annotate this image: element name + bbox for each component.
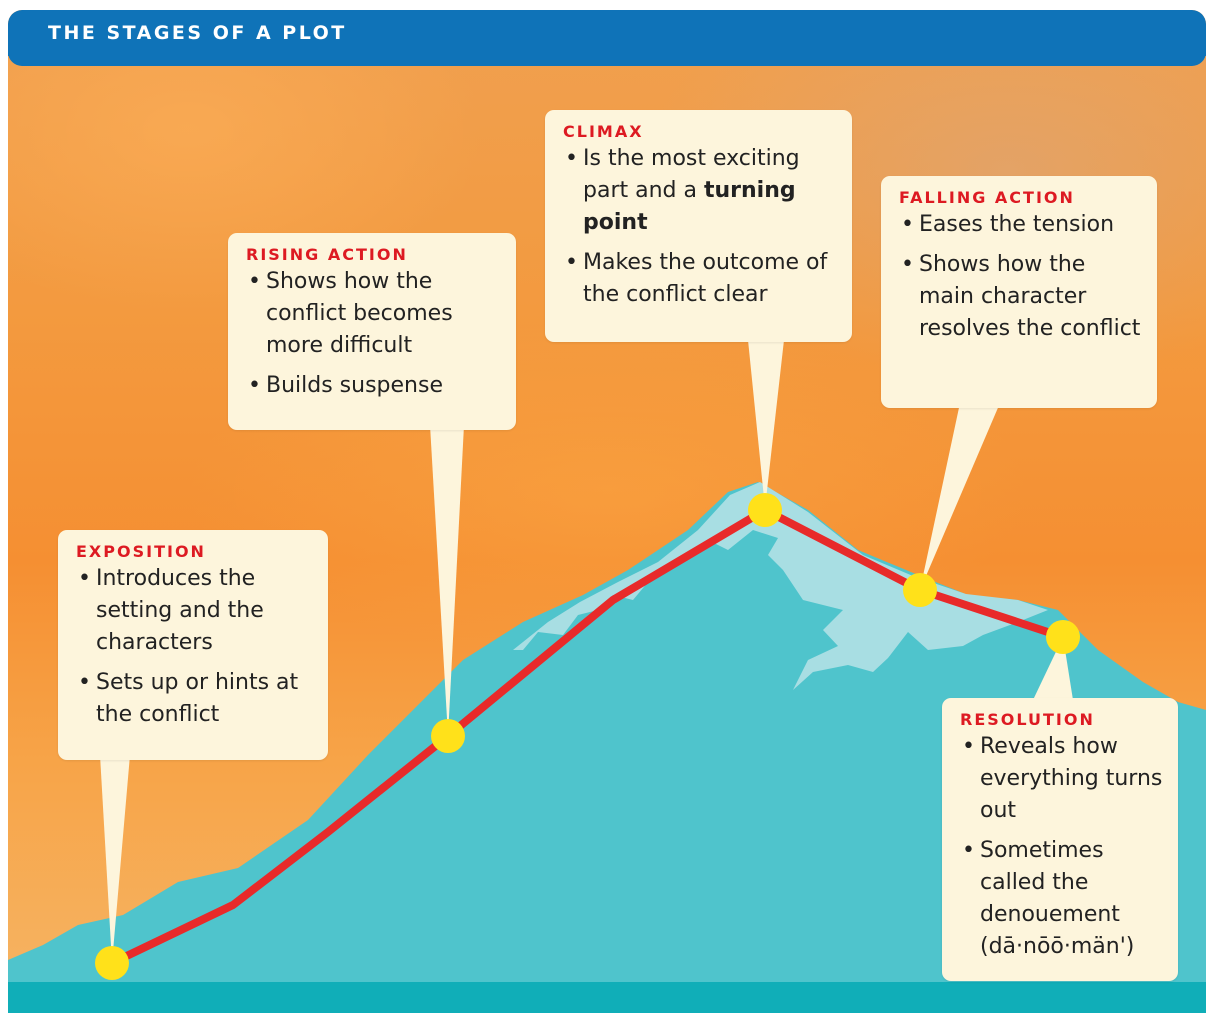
falling-action-card: FALLING ACTION Eases the tension Shows h… (881, 176, 1157, 408)
exposition-bullet: Sets up or hints at the conflict (76, 667, 314, 731)
falling-action-marker (903, 573, 937, 607)
climax-bullets: Is the most exciting part and a turning … (563, 143, 838, 311)
plot-line (108, 506, 1067, 967)
exposition-bullet: Introduces the setting and the character… (76, 563, 314, 659)
climax-bullet-text: Is the most exciting part and a (583, 146, 800, 203)
falling-action-pointer (920, 403, 1000, 590)
rising-action-heading: RISING ACTION (246, 245, 408, 264)
resolution-bullet: Reveals how everything turns out (960, 731, 1164, 827)
resolution-marker (1046, 620, 1080, 654)
falling-action-heading: FALLING ACTION (899, 188, 1075, 207)
exposition-pointer (100, 755, 130, 963)
page-title: THE STAGES OF A PLOT (48, 22, 347, 44)
rising-action-marker (431, 719, 465, 753)
rising-action-bullet: Shows how the conflict becomes more diff… (246, 266, 502, 362)
climax-bullet: Is the most exciting part and a turning … (563, 143, 838, 239)
mountain-base (8, 982, 1206, 1013)
falling-action-bullet: Shows how the main character resolves th… (899, 249, 1143, 345)
exposition-card: EXPOSITION Introduces the setting and th… (58, 530, 328, 760)
rising-action-bullets: Shows how the conflict becomes more diff… (246, 266, 502, 402)
climax-card: CLIMAX Is the most exciting part and a t… (545, 110, 852, 342)
climax-bold-phrase: turning point (583, 178, 796, 235)
climax-marker (748, 493, 782, 527)
stage-markers (95, 493, 1080, 980)
resolution-heading: RESOLUTION (960, 710, 1095, 729)
exposition-heading: EXPOSITION (76, 542, 206, 561)
callout-pointers (100, 340, 1073, 963)
falling-action-bullets: Eases the tension Shows how the main cha… (899, 209, 1143, 345)
rising-action-pointer (430, 425, 464, 736)
exposition-marker (95, 946, 129, 980)
plot-mountain-scene (8, 340, 1206, 1013)
falling-action-bullet: Eases the tension (899, 209, 1143, 241)
rising-action-card: RISING ACTION Shows how the conflict bec… (228, 233, 516, 430)
climax-bullet: Makes the outcome of the conflict clear (563, 247, 838, 311)
resolution-card: RESOLUTION Reveals how everything turns … (942, 698, 1178, 981)
exposition-bullets: Introduces the setting and the character… (76, 563, 314, 731)
mountain-snow (513, 482, 1048, 690)
climax-pointer (748, 340, 784, 508)
diagram-frame: THE STAGES OF A PLOT EXPOSITION (8, 10, 1206, 1013)
climax-heading: CLIMAX (563, 122, 644, 141)
resolution-bullet: Sometimes called the denouement (dā·nōō·… (960, 835, 1164, 963)
rising-action-bullet: Builds suspense (246, 370, 502, 402)
title-bar: THE STAGES OF A PLOT (8, 10, 1206, 66)
resolution-bullets: Reveals how everything turns out Sometim… (960, 731, 1164, 963)
